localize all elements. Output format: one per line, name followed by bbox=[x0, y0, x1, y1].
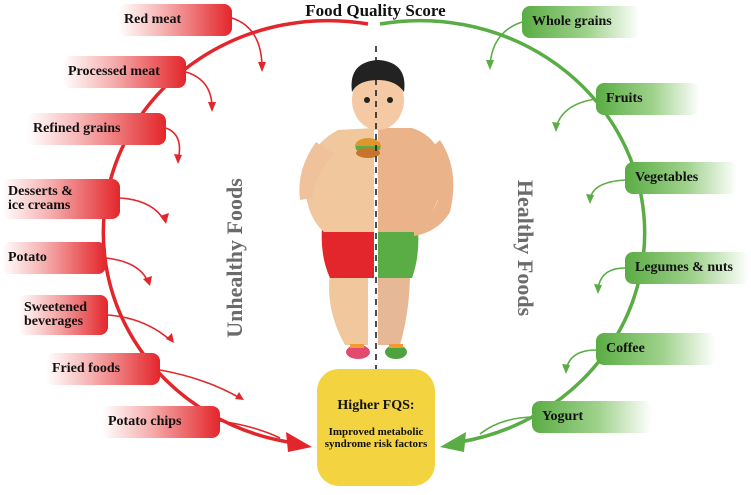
healthy-item-yogurt: Yogurt bbox=[532, 401, 652, 433]
unhealthy-item-refined-grains: Refined grains bbox=[27, 113, 166, 145]
diagram-title: Food Quality Score bbox=[305, 1, 446, 20]
unhealthy-connector-tips bbox=[143, 62, 266, 400]
person-left-shoe bbox=[346, 345, 370, 359]
healthy-connector-tips bbox=[486, 60, 602, 374]
outcome-box: Higher FQS: Improved metabolic syndrome … bbox=[317, 369, 435, 486]
person-right-leg bbox=[378, 272, 410, 345]
person-right-shoe bbox=[385, 345, 407, 359]
healthy-arc bbox=[379, 18, 647, 444]
unhealthy-item-processed-meat: Processed meat bbox=[62, 56, 186, 88]
healthy-foods-label: Healthy Foods bbox=[513, 179, 538, 317]
outcome-heading: Higher FQS: bbox=[337, 398, 415, 413]
healthy-item-coffee: Coffee bbox=[596, 333, 716, 365]
unhealthy-arrowhead bbox=[286, 432, 312, 452]
person-red-shorts bbox=[321, 228, 374, 278]
unhealthy-foods-label: Unhealthy Foods bbox=[222, 178, 247, 338]
person-head bbox=[352, 70, 404, 130]
person-hair bbox=[351, 60, 405, 92]
person-right-torso bbox=[378, 128, 443, 232]
healthy-item-legumes-nuts: Legumes & nuts bbox=[625, 252, 749, 284]
unhealthy-item-potato: Potato bbox=[2, 242, 106, 274]
healthy-item-whole-grains: Whole grains bbox=[522, 6, 640, 38]
unhealthy-item-sweetened-beverages: Sweetened beverages bbox=[18, 295, 108, 335]
healthy-item-fruits: Fruits bbox=[596, 83, 700, 115]
healthy-item-vegetables: Vegetables bbox=[625, 162, 737, 194]
person-illustration bbox=[299, 60, 454, 359]
person-right-arm bbox=[414, 140, 454, 236]
unhealthy-item-fried-foods: Fried foods bbox=[46, 353, 160, 385]
person-left-leg bbox=[329, 272, 368, 345]
outcome-body: Improved metabolic syndrome risk factors bbox=[324, 426, 428, 450]
unhealthy-item-potato-chips: Potato chips bbox=[102, 406, 220, 438]
person-green-shorts bbox=[378, 228, 419, 278]
person-left-arm bbox=[299, 142, 334, 200]
healthy-arrowhead bbox=[440, 432, 466, 452]
unhealthy-item-desserts: Desserts & ice creams bbox=[2, 179, 120, 219]
unhealthy-item-red-meat: Red meat bbox=[118, 4, 232, 36]
